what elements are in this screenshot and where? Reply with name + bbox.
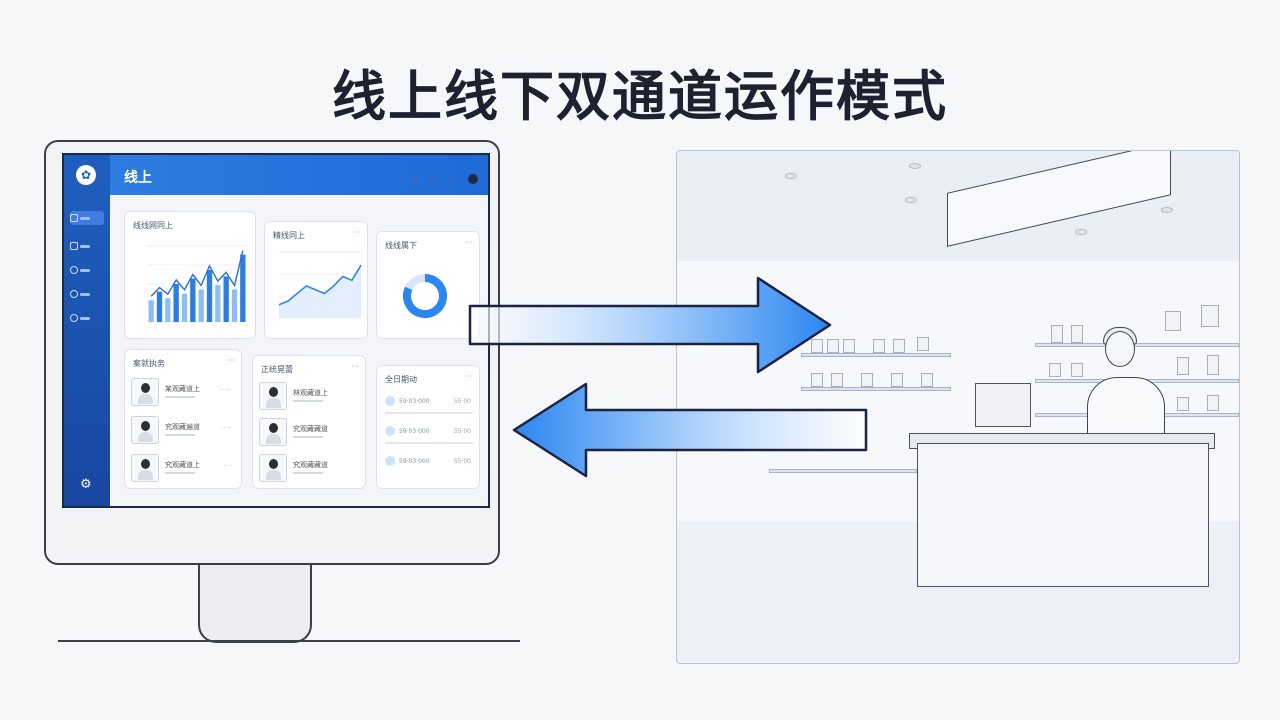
ceiling-light-icon <box>1075 229 1087 235</box>
series-line <box>278 264 362 306</box>
ceiling-light-icon <box>905 197 917 203</box>
sidebar-item-4[interactable] <box>70 287 104 301</box>
more-icon[interactable]: ··· <box>465 238 473 247</box>
line-chart <box>278 251 362 319</box>
circle-icon <box>70 266 78 274</box>
alert-icon[interactable]: △ <box>430 175 438 185</box>
line-chart-card: 精线同上 ··· <box>264 221 368 339</box>
bar <box>223 276 229 322</box>
bar <box>165 298 171 322</box>
people-card-title: 案就执务 <box>133 359 165 368</box>
arrow-online-to-offline <box>468 276 832 374</box>
shelf <box>1035 343 1239 347</box>
circle-icon <box>70 290 78 298</box>
list-row-value: 55·00 <box>453 398 471 405</box>
person-name: 究观藏藏道 <box>293 425 328 433</box>
bar-chart-card: 线线网同上 <box>124 211 256 339</box>
more-icon[interactable]: ··· <box>465 372 473 381</box>
more-icon[interactable]: ··· <box>227 356 235 365</box>
page-title: 线上线下双通道运作模式 <box>332 65 948 128</box>
person-name: 某观藏道上 <box>165 385 200 393</box>
bar-chart <box>147 245 247 323</box>
bar <box>198 289 204 322</box>
monitor-stand <box>198 565 312 643</box>
bar <box>181 293 188 322</box>
list-row-text: 59·03·000 <box>399 458 430 465</box>
people-card-2: 正统晃蕾 ··· 林观藏道上 究观藏藏道 究观藏藏道 <box>252 355 366 489</box>
store-counter <box>917 443 1209 587</box>
person-name: 究观藏遍道 <box>165 423 200 431</box>
list-row-text: 59·03·000 <box>399 428 430 435</box>
line-chart-title: 精线同上 <box>273 231 305 240</box>
bar <box>173 284 179 322</box>
avatar <box>259 454 287 482</box>
sidebar-item-1[interactable] <box>70 211 104 225</box>
header-title: 线上 <box>124 170 152 186</box>
avatar <box>259 418 287 446</box>
person-name: 究观藏道上 <box>165 461 200 469</box>
sidebar-item-3[interactable] <box>70 263 104 277</box>
list-row-value: 55·00 <box>453 458 471 465</box>
donut-chart-title: 线线属下 <box>385 241 417 250</box>
top-bar: 线上 △ △ △ <box>110 155 488 195</box>
donut-chart-card: 线线属下 ··· <box>376 231 480 339</box>
header-icons: △ △ △ <box>411 174 478 185</box>
app-logo-icon: ✿ <box>76 165 96 185</box>
dashboard-content: 线线网同上 精线同上 ··· 线线属下 ··· 案就执务 ··· 某观藏道上 ·… <box>110 195 488 506</box>
bar-chart-title: 线线网同上 <box>133 221 173 230</box>
avatar <box>131 378 159 406</box>
row-icon <box>385 396 395 406</box>
bell-icon[interactable]: △ <box>411 175 419 185</box>
desk-line <box>58 640 520 642</box>
bar <box>156 291 163 322</box>
people-card: 案就执务 ··· 某观藏道上 ·· ··· 究观藏遍道 ·· ·· 究观藏道上 … <box>124 349 242 489</box>
notification-icon[interactable]: △ <box>449 175 456 185</box>
shelf <box>801 353 951 357</box>
row-icon <box>385 456 395 466</box>
list-card: 全日期动 ··· 59·03·000 55·00 59·03·000 55·00… <box>376 365 480 489</box>
bar <box>215 285 221 322</box>
row-icon <box>385 426 395 436</box>
bar <box>231 289 238 322</box>
donut-slice <box>403 274 447 318</box>
settings-gear-icon[interactable]: ⚙ <box>80 477 92 492</box>
donut-chart <box>403 274 447 318</box>
sidebar-item-2[interactable] <box>70 239 104 253</box>
clerk-body <box>1087 377 1165 439</box>
avatar <box>259 382 287 410</box>
shelf <box>769 469 917 473</box>
avatar <box>131 454 159 482</box>
ceiling-light-icon <box>785 173 797 179</box>
bar <box>190 278 196 322</box>
grid-icon <box>70 214 78 222</box>
person-name: 林观藏道上 <box>293 389 328 397</box>
avatar-icon[interactable] <box>468 174 478 184</box>
list-row-value: 55·00 <box>453 428 471 435</box>
people2-card-title: 正统晃蕾 <box>261 365 293 374</box>
arrow-offline-to-online <box>512 382 868 478</box>
sidebar-item-5[interactable] <box>70 311 104 325</box>
bar <box>206 269 213 322</box>
bar <box>148 300 154 322</box>
clerk-head <box>1105 331 1135 367</box>
donut-slice <box>405 274 426 291</box>
circle-icon <box>70 314 78 322</box>
offline-store-illustration <box>676 150 1240 664</box>
ceiling-light-icon <box>1161 207 1173 213</box>
avatar <box>131 416 159 444</box>
shelf <box>801 387 951 391</box>
more-icon[interactable]: ··· <box>353 228 361 237</box>
ceiling-light-icon <box>909 163 921 169</box>
grid-icon <box>70 242 78 250</box>
dashboard-screen: ✿ ⚙ 线上 △ △ △ 线线网同上 精线同上 ··· 线线属下 · <box>62 153 490 508</box>
list-card-title: 全日期动 <box>385 375 417 384</box>
more-icon[interactable]: ··· <box>351 362 359 371</box>
cash-register <box>975 383 1031 427</box>
bar <box>240 254 246 322</box>
person-name: 究观藏藏道 <box>293 461 328 469</box>
sidebar: ✿ ⚙ <box>64 155 110 506</box>
list-row-text: 59·03·000 <box>399 398 430 405</box>
trend-line <box>150 250 244 297</box>
